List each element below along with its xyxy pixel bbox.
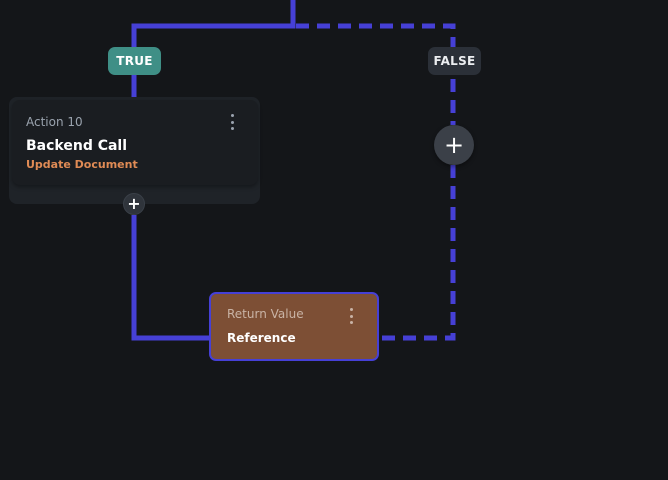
return-value-card[interactable]: Return Value Reference — [209, 292, 379, 361]
false-branch-badge: FALSE — [428, 47, 481, 75]
add-action-button[interactable]: + — [123, 193, 145, 215]
false-continuation-line — [380, 165, 456, 341]
action-card-subtitle: Update Document — [26, 158, 138, 171]
add-false-action-button[interactable]: + — [434, 125, 474, 165]
action-card-title: Backend Call — [26, 138, 128, 154]
false-branch-line — [296, 23, 456, 125]
action-card-label: Action 10 — [26, 115, 83, 129]
more-options-icon[interactable] — [225, 113, 239, 131]
true-continuation-line — [131, 215, 212, 341]
action-card-backend-call[interactable]: Action 10 Backend Call Update Document — [12, 100, 258, 185]
true-branch-badge: TRUE — [108, 47, 161, 75]
return-card-label: Return Value — [227, 307, 304, 321]
return-card-title: Reference — [227, 331, 296, 345]
more-options-icon[interactable] — [344, 307, 358, 325]
